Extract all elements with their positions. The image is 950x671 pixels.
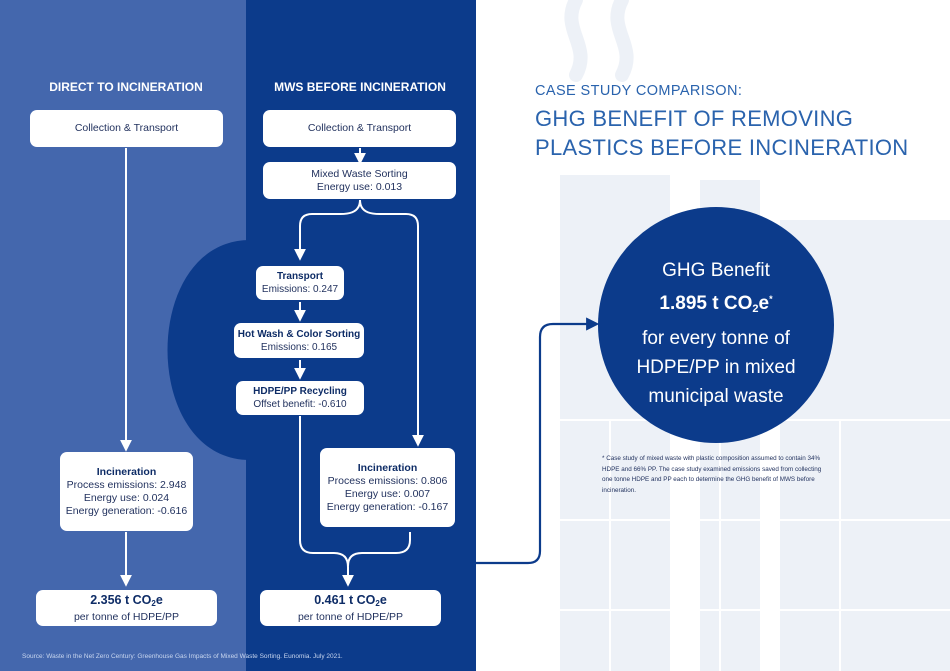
connector-arrow [476,317,600,565]
benefit-line-5: municipal waste [648,386,784,407]
middle-collection-box: Collection & Transport [263,110,456,147]
hot-wash-title: Hot Wash & Color Sorting [237,328,361,340]
benefit-line-3: for every tonne of [642,328,790,349]
recycling-title: HDPE/PP Recycling [253,386,347,397]
left-heading: DIRECT TO INCINERATION [49,80,203,94]
middle-incineration-title: Incineration [357,461,418,474]
sorting-line: Energy use: 0.013 [316,180,403,193]
left-collection-box: Collection & Transport [30,110,223,147]
left-result-value: 2.356 t CO2e [90,592,163,608]
middle-incineration-line-3: Energy generation: -0.167 [326,500,449,513]
middle-panel-bulge [167,240,250,460]
middle-result-value: 0.461 t CO2e [314,592,387,608]
middle-flow-arrows [294,148,424,587]
left-result-box: 2.356 t CO2e per tonne of HDPE/PP [36,590,217,626]
benefit-line-1: GHG Benefit [662,260,770,281]
sorting-title: Mixed Waste Sorting [311,167,408,180]
mixed-waste-sorting-box: Mixed Waste Sorting Energy use: 0.013 [263,162,456,199]
transport-line: Emissions: 0.247 [261,284,339,295]
middle-collection-label: Collection & Transport [307,122,412,134]
left-incineration-title: Incineration [96,465,157,478]
benefit-circle [598,207,834,443]
middle-incineration-box: Incineration Process emissions: 0.806 En… [320,448,455,527]
left-result-unit: per tonne of HDPE/PP [73,610,180,623]
left-incineration-box: Incineration Process emissions: 2.948 En… [60,452,193,531]
case-study-title-line-1: GHG BENEFIT OF REMOVING [535,106,854,131]
benefit-text: GHG Benefit 1.895 t CO2e* for every tonn… [600,256,832,411]
middle-result-box: 0.461 t CO2e per tonne of HDPE/PP [260,590,441,626]
case-study-kicker: CASE STUDY COMPARISON: [535,83,743,99]
benefit-value: 1.895 t CO2e* [659,293,773,315]
transport-box: Transport Emissions: 0.247 [256,266,344,300]
recycling-line: Offset benefit: -0.610 [253,399,347,410]
smoke-watermark [564,0,634,82]
middle-result-unit: per tonne of HDPE/PP [297,610,404,623]
source-note: Source: Waste in the Net Zero Century: G… [22,653,343,660]
transport-title: Transport [276,271,324,282]
middle-incineration-line-2: Energy use: 0.007 [344,487,431,500]
left-incineration-line-1: Process emissions: 2.948 [66,478,187,491]
hot-wash-line: Emissions: 0.165 [260,341,338,353]
hot-wash-box: Hot Wash & Color Sorting Emissions: 0.16… [234,323,364,358]
left-incineration-line-3: Energy generation: -0.616 [65,504,188,517]
footnote: * Case study of mixed waste with plastic… [602,455,822,494]
benefit-line-4: HDPE/PP in mixed [636,357,796,378]
left-collection-label: Collection & Transport [74,122,179,134]
middle-incineration-line-1: Process emissions: 0.806 [327,474,448,487]
case-study-title-line-2: PLASTICS BEFORE INCINERATION [535,135,909,160]
recycling-box: HDPE/PP Recycling Offset benefit: -0.610 [236,381,364,415]
left-incineration-line-2: Energy use: 0.024 [83,491,170,504]
case-study-title: GHG BENEFIT OF REMOVING PLASTICS BEFORE … [535,104,909,162]
middle-heading: MWS BEFORE INCINERATION [274,80,446,94]
